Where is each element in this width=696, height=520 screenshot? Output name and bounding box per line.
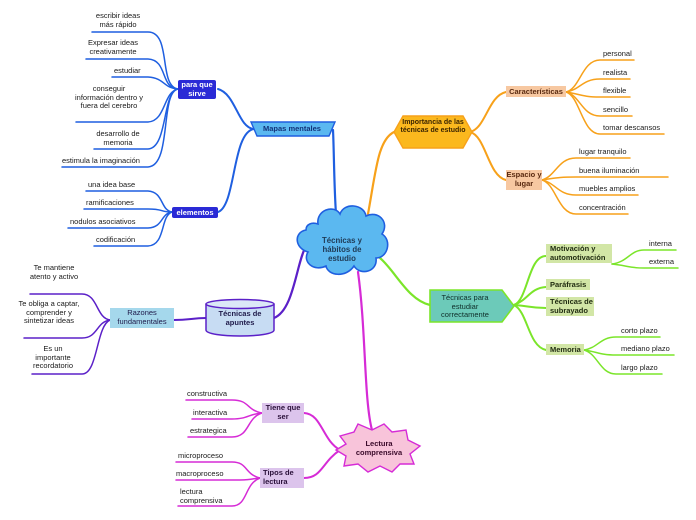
memoria-node[interactable]: Memoria: [546, 344, 584, 355]
importancia-node[interactable]: Importancia de las técnicas de estudio: [400, 119, 466, 135]
importancia-connectors: [366, 59, 669, 216]
elementos-node[interactable]: elementos: [172, 207, 218, 218]
elementos-item-1[interactable]: una idea base: [88, 180, 136, 189]
central-topic[interactable]: Técnicas y hábitos de estudio: [322, 236, 362, 263]
importancia-node-shape[interactable]: [393, 115, 473, 149]
tiene-item-3[interactable]: estrategica: [190, 426, 227, 435]
tipos-item-3[interactable]: lectura comprensiva: [180, 487, 223, 505]
razones-item-2[interactable]: Te obliga a captar, comprender y sinteti…: [18, 299, 80, 326]
parafrasis-node[interactable]: Paráfrasis: [546, 279, 590, 290]
razones-fundamentales-node[interactable]: Razones fundamentales: [110, 308, 174, 328]
espacio-item-1[interactable]: lugar tranquilo: [579, 147, 627, 156]
caracteristicas-item-3[interactable]: flexible: [603, 86, 627, 95]
caracteristicas-item-2[interactable]: realista: [603, 68, 628, 77]
tiene-que-ser-node[interactable]: Tiene que ser: [262, 403, 304, 423]
elementos-item-2[interactable]: ramificaciones: [86, 198, 134, 207]
memoria-item-3[interactable]: largo plazo: [621, 363, 658, 372]
tecnicas-estudiar-node[interactable]: Técnicas para estudiar correctamente: [441, 293, 489, 320]
motivacion-item-2[interactable]: externa: [649, 257, 675, 266]
caracteristicas-item-4[interactable]: sencillo: [603, 105, 629, 114]
caracteristicas-item-5[interactable]: tomar descansos: [603, 123, 661, 132]
razones-item-1[interactable]: Te mantiene atento y activo: [29, 263, 79, 281]
caracteristicas-node[interactable]: Características: [506, 86, 566, 97]
para-que-item-4[interactable]: conseguir información dentro y fuera del…: [75, 84, 143, 111]
lectura-comprensiva-node[interactable]: Lectura comprensiva: [355, 439, 403, 457]
memoria-item-2[interactable]: mediano plazo: [621, 344, 670, 353]
espacio-lugar-node[interactable]: Espacio y lugar: [506, 170, 542, 190]
memoria-item-1[interactable]: corto plazo: [621, 326, 658, 335]
mapas-mentales-node[interactable]: Mapas mentales: [263, 124, 321, 133]
tipos-item-1[interactable]: microproceso: [178, 451, 224, 460]
espacio-item-2[interactable]: buena iluminación: [579, 166, 640, 175]
motivacion-item-1[interactable]: interna: [649, 239, 672, 248]
elementos-item-3[interactable]: nodulos asociativos: [70, 217, 136, 226]
tecnicas-node-shape[interactable]: [429, 289, 515, 323]
lectura-connectors: [175, 270, 374, 507]
para-que-item-6[interactable]: estimula la imaginación: [62, 156, 140, 165]
espacio-item-4[interactable]: concentración: [579, 203, 626, 212]
mapas-mentales-node-shape[interactable]: [249, 121, 337, 137]
tiene-item-1[interactable]: constructiva: [187, 389, 228, 398]
tecnicas-apuntes-node[interactable]: Técnicas de apuntes: [218, 309, 262, 327]
mapas-mentales-connectors: [61, 31, 338, 247]
caracteristicas-item-1[interactable]: personal: [603, 49, 632, 58]
para-que-item-3[interactable]: estudiar: [114, 66, 141, 75]
tipos-lectura-node[interactable]: Tipos de lectura: [260, 468, 304, 488]
tecnicas-connectors: [378, 249, 679, 375]
para-que-item-2[interactable]: Expresar ideas creativamente: [87, 38, 139, 56]
para-que-item-1[interactable]: escribir ideas más rápido: [95, 11, 141, 29]
tiene-item-2[interactable]: interactiva: [193, 408, 228, 417]
para-que-item-5[interactable]: desarrollo de memoria: [96, 129, 140, 147]
lectura-node-shape[interactable]: [334, 423, 422, 473]
apuntes-connectors: [23, 244, 308, 375]
subrayado-node[interactable]: Técnicas de subrayado: [546, 297, 594, 316]
para-que-sirve-node[interactable]: para que sirve: [178, 80, 216, 99]
elementos-item-4[interactable]: codificación: [96, 235, 136, 244]
razones-item-3[interactable]: Es un importante recordatorio: [32, 344, 74, 371]
motivacion-node[interactable]: Motivación y automotivación: [546, 244, 612, 263]
apuntes-cylinder-shape[interactable]: [205, 298, 275, 337]
espacio-item-3[interactable]: muebles amplios: [579, 184, 636, 193]
central-cloud-shape[interactable]: [296, 205, 389, 276]
tipos-item-2[interactable]: macroproceso: [176, 469, 224, 478]
